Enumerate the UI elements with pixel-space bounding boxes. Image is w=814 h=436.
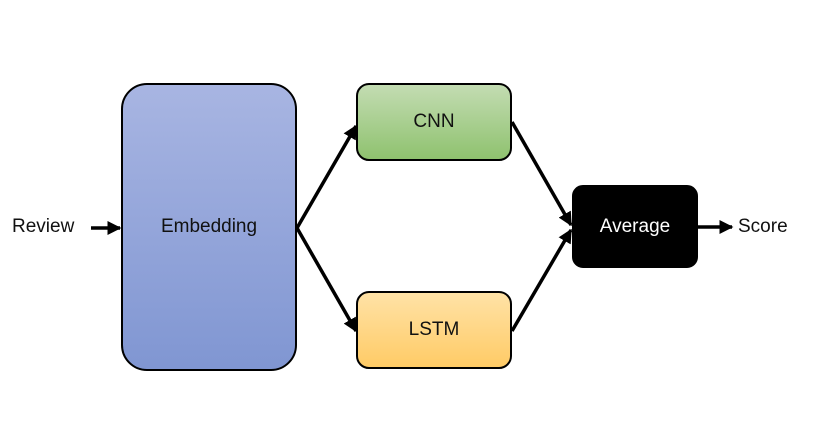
edge-embedding-to-lstm bbox=[295, 227, 358, 333]
cnn-node: CNN bbox=[356, 83, 512, 161]
edge-cnn-to-average bbox=[510, 121, 573, 227]
output-label-score: Score bbox=[738, 216, 788, 237]
cnn-node-label: CNN bbox=[413, 111, 455, 132]
average-node-label: Average bbox=[599, 215, 671, 237]
lstm-node-label: LSTM bbox=[408, 319, 460, 340]
lstm-node: LSTM bbox=[356, 291, 512, 369]
edge-embedding-to-cnn bbox=[295, 124, 358, 229]
average-node: Average bbox=[572, 185, 698, 268]
input-label-review: Review bbox=[12, 216, 75, 237]
edge-lstm-to-average bbox=[510, 228, 573, 332]
embedding-node: Embedding bbox=[121, 83, 297, 371]
embedding-node-label: Embedding bbox=[160, 216, 258, 237]
